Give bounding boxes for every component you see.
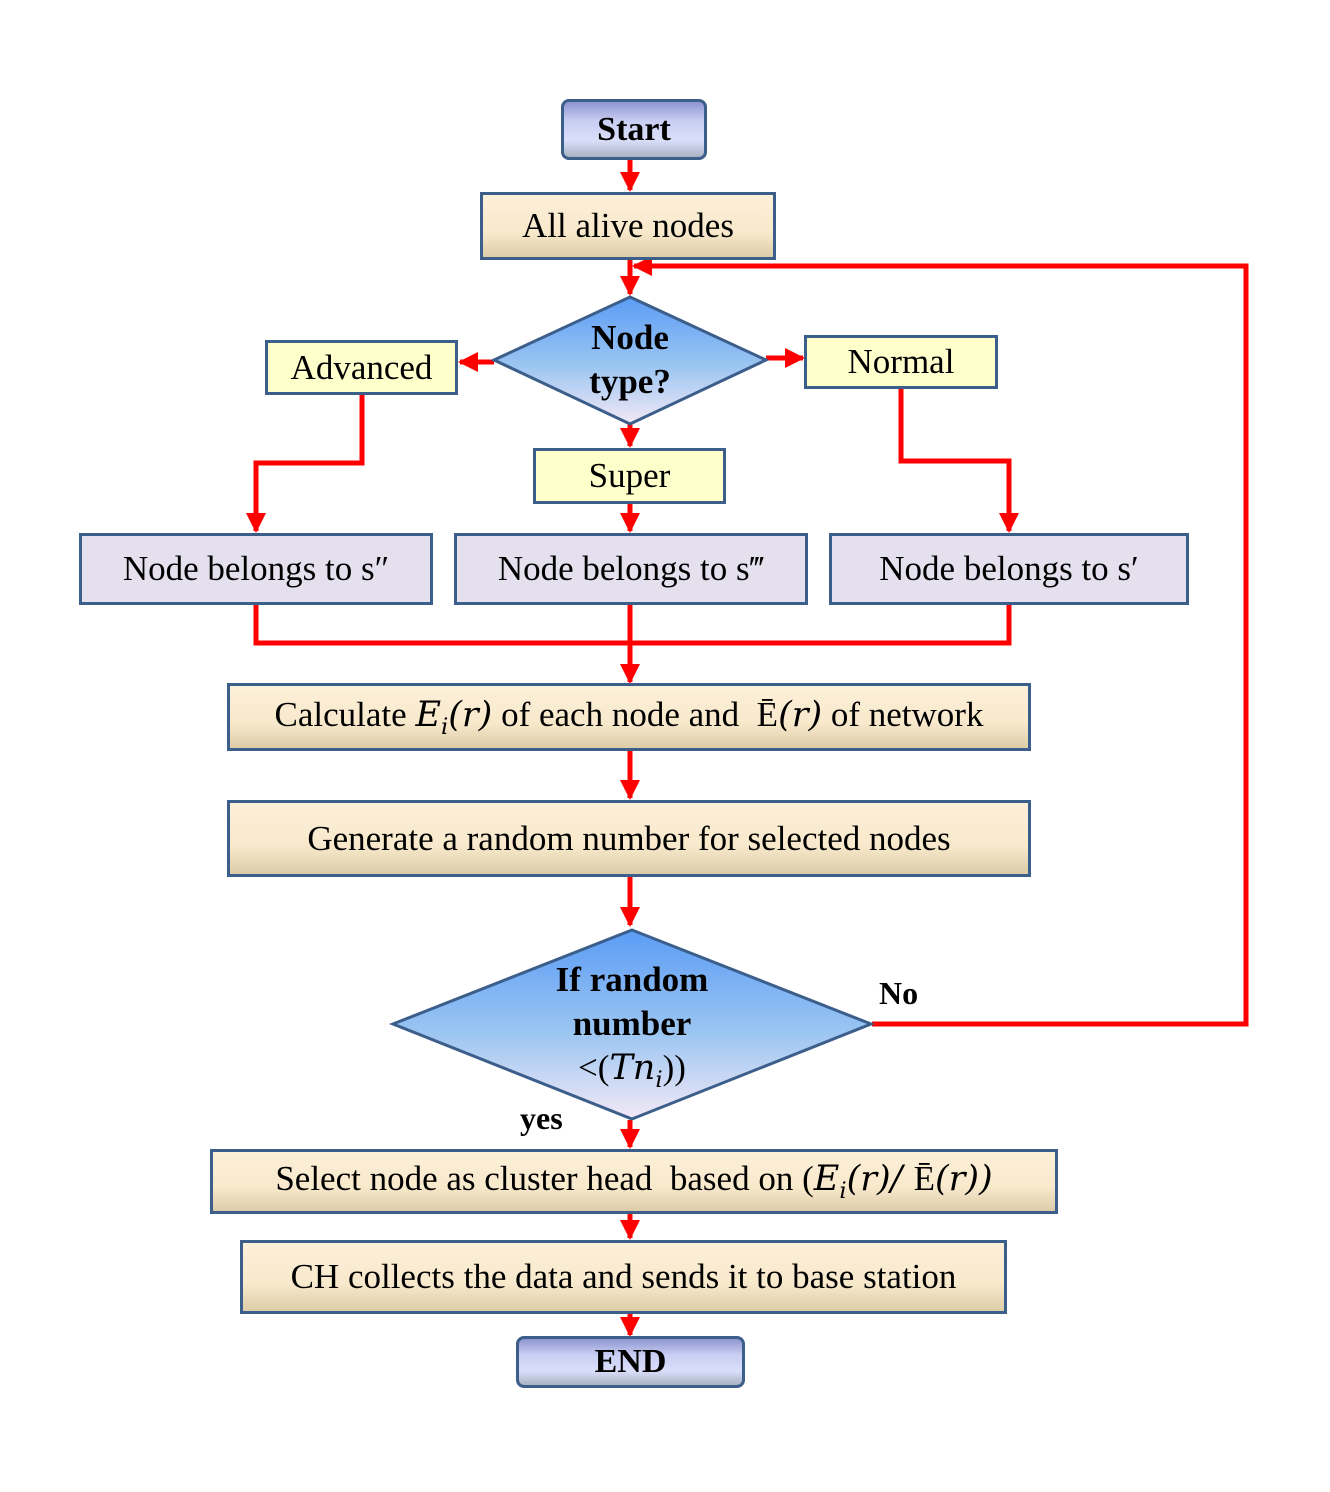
- edge-no-loop: [632, 256, 1249, 1027]
- select-ebar-argument: (r)): [934, 1159, 993, 1199]
- edge-advanced-to-s2: [246, 394, 365, 533]
- select-ei-subscript: i: [839, 1178, 847, 1204]
- group-s2-label: Node belongs to s″: [122, 549, 390, 588]
- random-check-line2: number: [572, 1004, 692, 1043]
- random-check-line3: <(Tni)): [512, 1046, 752, 1102]
- group-s1-box: Node belongs to s′: [829, 533, 1189, 605]
- advanced-label: Advanced: [290, 347, 433, 387]
- group-s3-label: Node belongs to s‴: [497, 549, 765, 588]
- advanced-box: Advanced: [265, 340, 458, 395]
- random-check-decision: [388, 928, 876, 1121]
- start-label: Start: [597, 110, 671, 148]
- start-terminal: Start: [561, 99, 707, 160]
- threshold-var: Tn: [609, 1048, 656, 1088]
- normal-box: Normal: [804, 335, 998, 389]
- ei-subscript: i: [441, 713, 449, 740]
- select-prefix: Select node as cluster head based on (: [275, 1159, 814, 1198]
- calculate-energy-box: Calculate Ei(r) of each node and Ē(r) of…: [227, 683, 1031, 751]
- select-ebar-symbol: Ē: [913, 1159, 935, 1198]
- group-s3-box: Node belongs to s‴: [454, 533, 808, 605]
- all-alive-nodes-box: All alive nodes: [480, 192, 776, 260]
- random-check-text: If random number <(Tni)): [512, 958, 752, 1102]
- ch-collects-box: CH collects the data and sends it to bas…: [240, 1240, 1007, 1314]
- random-check-line1: If random: [555, 960, 709, 999]
- threshold-subscript: i: [655, 1067, 663, 1093]
- node-type-decision: [490, 295, 770, 426]
- ebar-symbol: Ē: [756, 694, 779, 734]
- calculate-prefix: Calculate: [274, 694, 416, 734]
- super-label: Super: [588, 456, 671, 495]
- edge-normal-to-s1: [898, 388, 1019, 533]
- ch-collects-label: CH collects the data and sends it to bas…: [290, 1257, 957, 1296]
- generate-random-box: Generate a random number for selected no…: [227, 800, 1031, 877]
- select-ei-argument: (r)/: [846, 1159, 914, 1199]
- yes-label: yes: [520, 1100, 563, 1136]
- select-ei-symbol: E: [813, 1159, 840, 1199]
- threshold-prefix: <(: [578, 1048, 610, 1087]
- node-type-text: Node type?: [560, 316, 700, 404]
- end-terminal: END: [516, 1336, 745, 1388]
- normal-label: Normal: [847, 342, 955, 381]
- calculate-middle: of each node and: [492, 694, 757, 734]
- calculate-energy-label: Calculate Ei(r) of each node and Ē(r) of…: [275, 695, 984, 740]
- node-type-line2: type?: [589, 362, 671, 401]
- select-cluster-head-label: Select node as cluster head based on (Ei…: [275, 1159, 992, 1204]
- group-s2-box: Node belongs to s″: [79, 533, 433, 605]
- group-s1-label: Node belongs to s′: [879, 549, 1139, 588]
- all-alive-nodes-label: All alive nodes: [522, 206, 734, 245]
- ebar-argument: (r): [778, 694, 823, 735]
- threshold-suffix: )): [662, 1048, 686, 1087]
- super-box: Super: [533, 448, 726, 504]
- node-type-line1: Node: [591, 318, 669, 357]
- end-label: END: [594, 1343, 667, 1380]
- generate-random-label: Generate a random number for selected no…: [307, 818, 951, 858]
- select-cluster-head-box: Select node as cluster head based on (Ei…: [210, 1149, 1058, 1214]
- no-label: No: [879, 975, 919, 1011]
- ei-symbol: E: [415, 694, 441, 735]
- calculate-suffix: of network: [822, 694, 984, 734]
- ei-argument: (r): [448, 694, 493, 735]
